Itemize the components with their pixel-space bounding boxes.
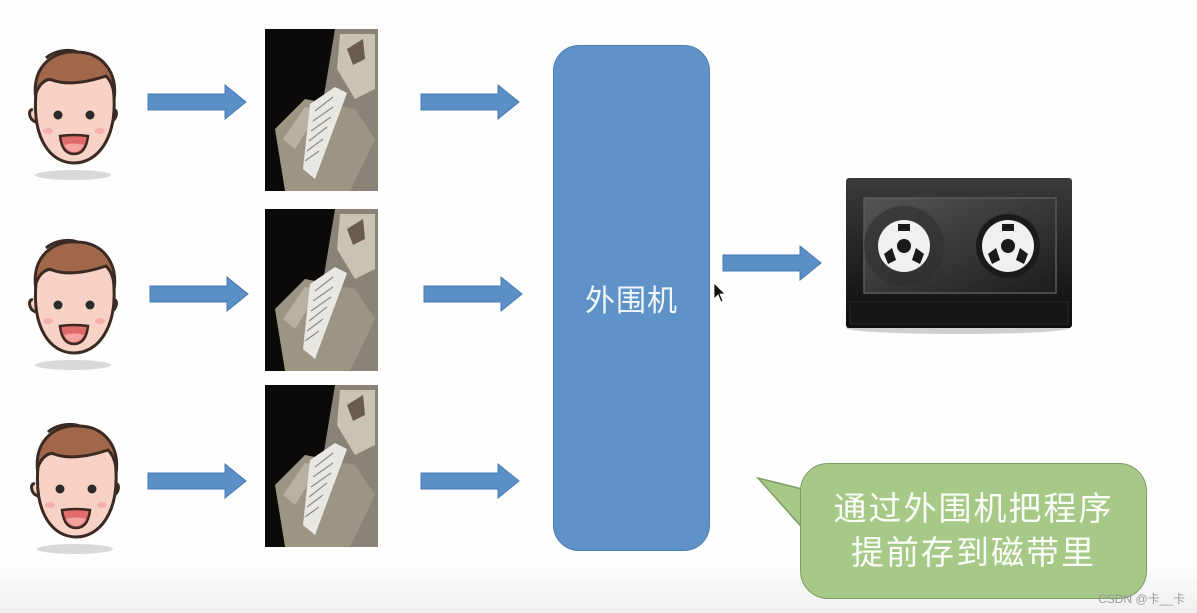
punch-card-machine-image	[265, 385, 378, 547]
watermark: CSDN @卡__卡	[1098, 592, 1185, 606]
callout-bubble: 通过外围机把程序 提前存到磁带里	[800, 463, 1147, 599]
peripheral-label: 外围机	[585, 284, 678, 319]
arrow-right-icon	[423, 276, 523, 312]
peripheral-machine-box: 外围机	[553, 45, 710, 551]
user-face-icon	[18, 38, 128, 183]
callout-line-1: 通过外围机把程序	[833, 489, 1114, 528]
arrow-right-icon	[420, 463, 520, 499]
punch-card-machine-image	[265, 209, 378, 371]
punch-card-machine-image	[265, 29, 378, 191]
arrow-right-icon	[420, 84, 520, 120]
arrow-right-icon	[722, 245, 822, 281]
arrow-right-icon	[147, 84, 247, 120]
magnetic-tape-icon	[846, 178, 1072, 334]
mouse-cursor-icon	[713, 282, 726, 303]
arrow-right-icon	[149, 276, 249, 312]
arrow-right-icon	[147, 463, 247, 499]
callout-line-2: 提前存到磁带里	[851, 533, 1096, 572]
user-face-icon	[18, 228, 128, 373]
user-face-icon	[20, 412, 130, 557]
